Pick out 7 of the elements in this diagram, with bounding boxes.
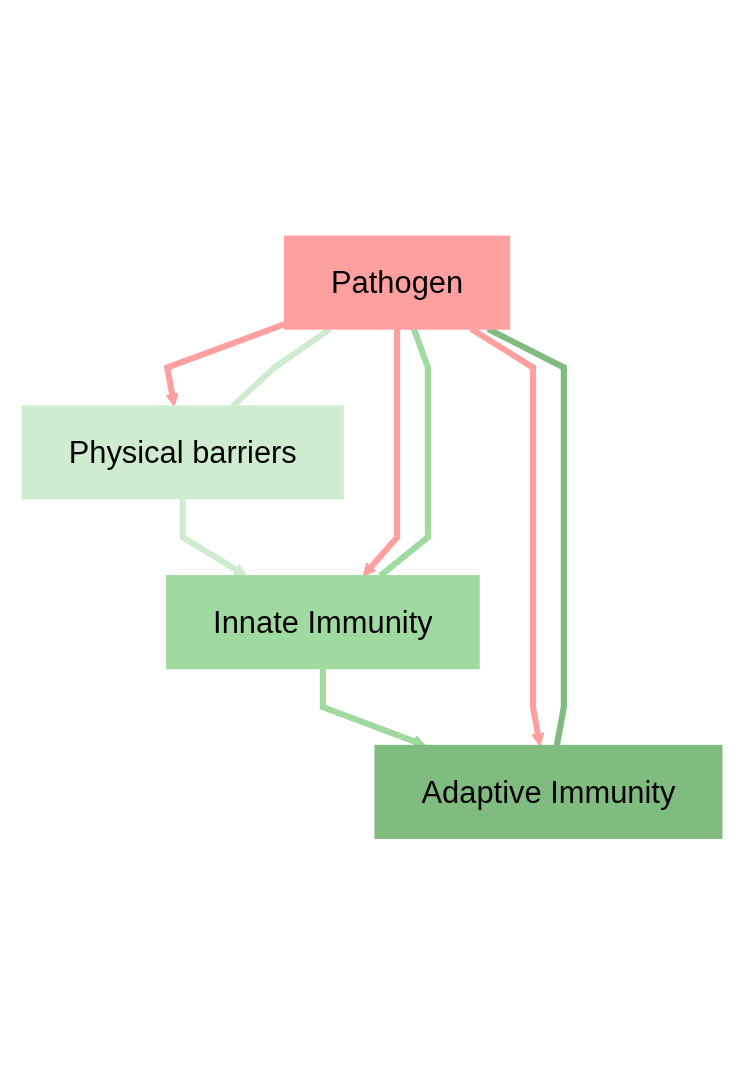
arrow [163,321,286,407]
node-box: Innate Immunity [166,574,480,669]
node-box: Adaptive Immunity [374,744,723,839]
node-box: Pathogen [283,235,511,330]
arrow [362,328,401,577]
node-box: Physical barriers [21,405,344,500]
arrow [179,498,248,577]
